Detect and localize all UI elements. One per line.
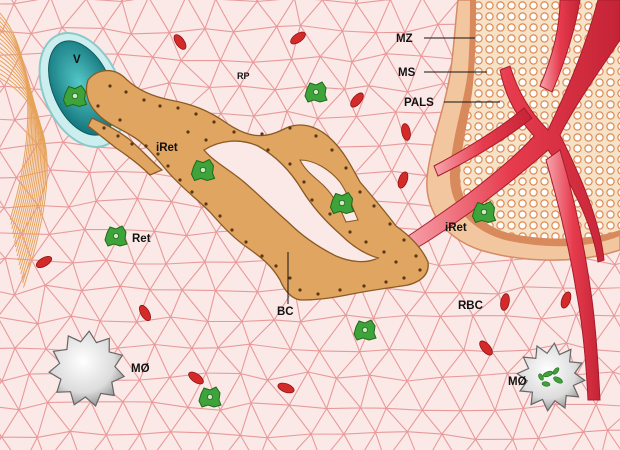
label-rbc: RBC [458,300,483,312]
label-pals: PALS [404,97,434,109]
label-ret: Ret [132,233,151,245]
label-iret-right: iRet [445,222,467,234]
label-mo-left: MØ [131,363,150,375]
label-bc: BC [277,306,294,318]
label-mo-right: MØ [508,376,527,388]
label-rp: RP [237,71,250,81]
label-v: V [73,54,81,66]
label-iret-left: iRet [156,142,178,154]
label-mz: MZ [396,33,413,45]
label-ms: MS [398,67,416,79]
